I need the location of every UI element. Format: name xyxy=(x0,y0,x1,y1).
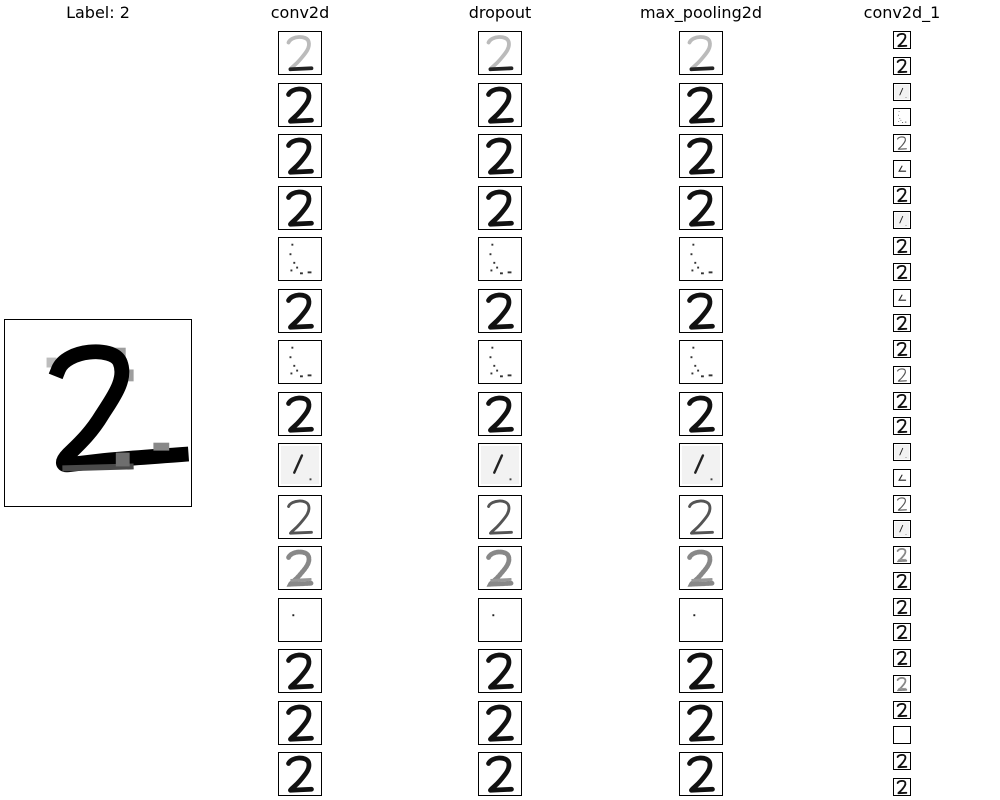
feature-map-conv2d-11 xyxy=(278,546,322,590)
feature-map-max-pooling2d-13 xyxy=(679,649,723,693)
feature-map-conv2d-10 xyxy=(278,494,322,539)
feature-map-conv2d-1-13 xyxy=(893,340,911,358)
feature-map-conv2d-1-6 xyxy=(893,159,911,178)
feature-map-dropout-5 xyxy=(478,237,522,281)
feature-map-conv2d-1-24 xyxy=(893,623,911,642)
feature-map-conv2d-5 xyxy=(278,237,322,281)
feature-map-conv2d-1-25 xyxy=(893,649,911,667)
feature-map-conv2d-1-22 xyxy=(893,571,911,590)
digit-two-glyph xyxy=(46,344,190,473)
feature-map-conv2d-1-9 xyxy=(893,237,911,255)
feature-map-conv2d-13 xyxy=(278,649,322,693)
feature-map-conv2d-1-1 xyxy=(893,31,911,49)
feature-map-conv2d-1-5 xyxy=(893,134,911,152)
feature-map-conv2d-15 xyxy=(278,752,322,796)
column-title-max-pooling2d: max_pooling2d xyxy=(639,3,763,22)
feature-map-max-pooling2d-3 xyxy=(679,134,723,178)
feature-map-conv2d-1-16 xyxy=(893,417,911,436)
feature-map-conv2d-1-18 xyxy=(893,468,911,487)
feature-map-max-pooling2d-15 xyxy=(679,752,723,796)
feature-map-conv2d-1-3 xyxy=(893,82,911,101)
feature-map-dropout-13 xyxy=(478,649,522,693)
feature-map-max-pooling2d-10 xyxy=(679,494,723,539)
feature-map-max-pooling2d-2 xyxy=(679,82,723,127)
feature-map-conv2d-1-12 xyxy=(893,314,911,333)
feature-map-conv2d-2 xyxy=(278,82,322,127)
feature-map-conv2d-3 xyxy=(278,134,322,178)
feature-map-conv2d-1-7 xyxy=(893,185,911,204)
feature-map-conv2d-1-4 xyxy=(893,108,911,127)
feature-map-conv2d-1-15 xyxy=(893,391,911,410)
feature-map-max-pooling2d-6 xyxy=(679,288,723,333)
feature-map-conv2d-1-20 xyxy=(893,520,911,539)
feature-map-conv2d-1-23 xyxy=(893,597,911,616)
feature-map-max-pooling2d-7 xyxy=(679,340,723,384)
feature-map-conv2d-1-14 xyxy=(893,365,911,384)
feature-map-conv2d-1-28 xyxy=(893,726,911,745)
input-image-title: Label: 2 xyxy=(66,3,130,22)
feature-map-conv2d-1-29 xyxy=(893,752,911,770)
feature-map-dropout-15 xyxy=(478,752,522,796)
feature-map-conv2d-1-21 xyxy=(893,546,911,564)
feature-map-conv2d-1-27 xyxy=(893,700,911,719)
feature-map-dropout-12 xyxy=(478,597,522,642)
feature-map-conv2d-1-26 xyxy=(893,674,911,693)
feature-map-max-pooling2d-12 xyxy=(679,597,723,642)
feature-map-dropout-2 xyxy=(478,82,522,127)
feature-map-conv2d-4 xyxy=(278,185,322,230)
feature-map-max-pooling2d-14 xyxy=(679,700,723,745)
feature-map-conv2d-12 xyxy=(278,597,322,642)
feature-map-conv2d-1-10 xyxy=(893,262,911,281)
input-digit-image xyxy=(4,319,192,507)
feature-map-max-pooling2d-1 xyxy=(679,31,723,75)
feature-map-dropout-1 xyxy=(478,31,522,75)
feature-map-dropout-6 xyxy=(478,288,522,333)
feature-map-max-pooling2d-11 xyxy=(679,546,723,590)
feature-map-conv2d-1-30 xyxy=(893,777,911,796)
feature-map-dropout-4 xyxy=(478,185,522,230)
feature-map-max-pooling2d-4 xyxy=(679,185,723,230)
feature-map-max-pooling2d-5 xyxy=(679,237,723,281)
feature-map-dropout-3 xyxy=(478,134,522,178)
feature-map-dropout-10 xyxy=(478,494,522,539)
feature-map-dropout-8 xyxy=(478,391,522,436)
feature-map-conv2d-1-19 xyxy=(893,494,911,513)
feature-map-conv2d-1-2 xyxy=(893,56,911,75)
feature-map-dropout-9 xyxy=(478,443,522,487)
column-title-conv2d: conv2d xyxy=(270,3,330,22)
column-title-conv2d-1: conv2d_1 xyxy=(863,3,941,22)
feature-map-conv2d-6 xyxy=(278,288,322,333)
column-title-dropout: dropout xyxy=(468,3,532,22)
feature-map-conv2d-14 xyxy=(278,700,322,745)
feature-map-conv2d-8 xyxy=(278,391,322,436)
feature-map-dropout-14 xyxy=(478,700,522,745)
feature-map-conv2d-1-8 xyxy=(893,211,911,230)
feature-map-max-pooling2d-8 xyxy=(679,391,723,436)
feature-map-conv2d-7 xyxy=(278,340,322,384)
feature-map-conv2d-1-11 xyxy=(893,288,911,307)
feature-map-max-pooling2d-9 xyxy=(679,443,723,487)
feature-map-conv2d-1-17 xyxy=(893,443,911,461)
feature-map-conv2d-9 xyxy=(278,443,322,487)
feature-map-dropout-7 xyxy=(478,340,522,384)
feature-map-conv2d-1 xyxy=(278,31,322,75)
feature-map-dropout-11 xyxy=(478,546,522,590)
